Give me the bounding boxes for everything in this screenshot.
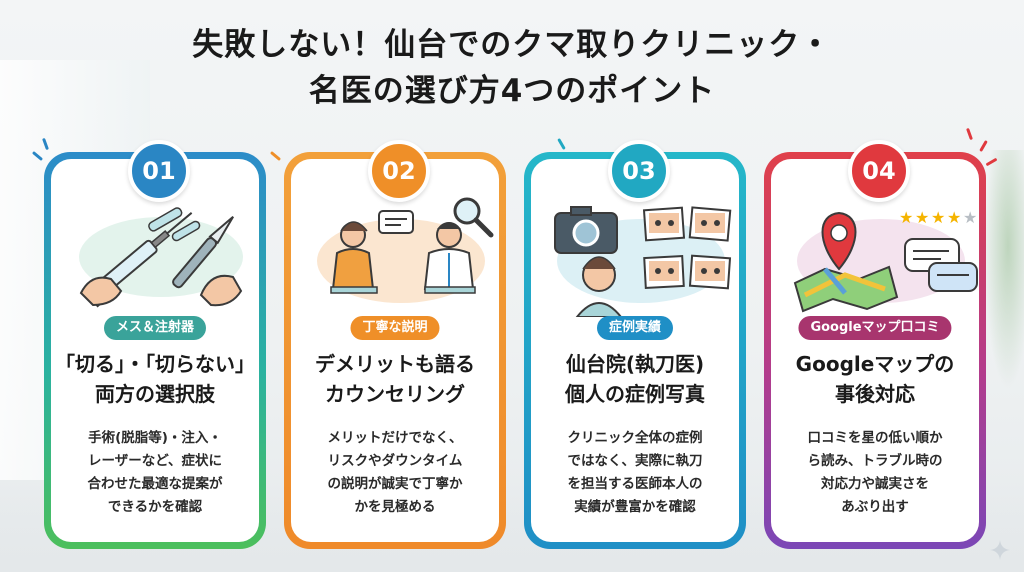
point-heading-line: 仙台院(執刀医) <box>565 352 705 376</box>
case-photos-icon <box>554 206 732 317</box>
point-number-badge-1: 01 <box>128 140 190 202</box>
point-card-body: 症例実績 仙台院(執刀医) 個人の症例写真 クリニック全体の症例 ではなく、実際… <box>531 159 739 542</box>
point-description-line: ら読み、トラブル時の <box>807 453 943 469</box>
point-description-line: あぶり出す <box>841 499 909 515</box>
spark-decoration <box>269 150 282 162</box>
point-heading-line: デメリットも語る <box>315 352 475 376</box>
page-title: 失敗しない！仙台でのクマ取りクリニック・ 名医の選び方4つのポイント <box>0 22 1024 114</box>
point-heading: デメリットも語る カウンセリング <box>295 349 495 409</box>
point-description-line: メリットだけでなく、 <box>327 430 463 446</box>
point-card-4: ★★★★★ Googleマップ口コミ Googleマップの 事後対応 口コミを星… <box>764 152 986 549</box>
page-title-line1: 失敗しない！仙台でのクマ取りクリニック・ <box>192 27 832 63</box>
point-description-line: かを見極める <box>354 499 436 515</box>
point-description-line: 実績が豊富かを確認 <box>574 499 696 515</box>
spark-decoration <box>557 138 566 150</box>
point-heading: 仙台院(執刀医) 個人の症例写真 <box>535 349 735 409</box>
point-heading: 「切る」・「切らない」 両方の選択肢 <box>55 349 255 409</box>
point-heading-line: 個人の症例写真 <box>565 382 705 406</box>
point-number-badge-3: 03 <box>608 140 670 202</box>
point-tag: 症例実績 <box>596 316 674 340</box>
point-description-line: 合わせた最適な提案が <box>87 476 223 492</box>
star-rating: ★★★★★ <box>899 208 977 227</box>
point-heading-line: カウンセリング <box>325 382 465 406</box>
map-review-icon: ★★★★★ <box>793 208 978 313</box>
point-description-line: レーザーなど、症状に <box>87 453 223 469</box>
point-description-line: 口コミを星の低い順か <box>807 430 943 446</box>
counseling-icon <box>317 197 494 303</box>
point-description: クリニック全体の症例 ではなく、実際に執刀 を担当する医師本人の 実績が豊富かを… <box>541 427 729 519</box>
point-tag: 丁寧な説明 <box>350 316 440 340</box>
point-description-line: ではなく、実際に執刀 <box>567 453 703 469</box>
point-card-body: ★★★★★ Googleマップ口コミ Googleマップの 事後対応 口コミを星… <box>771 159 979 542</box>
point-card-3: 症例実績 仙台院(執刀医) 個人の症例写真 クリニック全体の症例 ではなく、実際… <box>524 152 746 549</box>
point-card-body: メス＆注射器 「切る」・「切らない」 両方の選択肢 手術(脱脂等)・注入・ レー… <box>51 159 259 542</box>
point-description-line: リスクやダウンタイム <box>327 453 463 469</box>
point-heading-line: Googleマップの <box>795 352 955 376</box>
star-icon: ★ <box>947 208 961 227</box>
point-description-line: の説明が誠実で丁寧か <box>327 476 463 492</box>
point-description-line: クリニック全体の症例 <box>567 430 703 446</box>
point-card-2: 丁寧な説明 デメリットも語る カウンセリング メリットだけでなく、 リスクやダウ… <box>284 152 506 549</box>
star-icon: ★ <box>915 208 929 227</box>
point-heading: Googleマップの 事後対応 <box>775 349 975 409</box>
spark-decoration <box>966 127 973 141</box>
point-tag: メス＆注射器 <box>103 316 207 340</box>
point-description: 手術(脱脂等)・注入・ レーザーなど、症状に 合わせた最適な提案が できるかを確… <box>61 427 249 519</box>
point-tag: Googleマップ口コミ <box>798 316 952 340</box>
point-heading-line: 事後対応 <box>835 382 915 406</box>
star-icon: ★ <box>963 208 977 227</box>
point-number-badge-4: 04 <box>848 140 910 202</box>
sparkle-watermark-icon <box>990 540 1010 560</box>
point-description-line: できるかを確認 <box>107 499 203 515</box>
point-card-body: 丁寧な説明 デメリットも語る カウンセリング メリットだけでなく、 リスクやダウ… <box>291 159 499 542</box>
star-icon: ★ <box>899 208 913 227</box>
point-card-1: メス＆注射器 「切る」・「切らない」 両方の選択肢 手術(脱脂等)・注入・ レー… <box>44 152 266 549</box>
scalpel-syringe-icon <box>79 207 243 308</box>
point-heading-line: 両方の選択肢 <box>95 382 215 406</box>
point-heading-line: 「切る」・「切らない」 <box>55 352 255 376</box>
star-icon: ★ <box>931 208 945 227</box>
point-description-line: 手術(脱脂等)・注入・ <box>88 430 222 446</box>
background-plant <box>984 150 1024 390</box>
point-description: 口コミを星の低い順か ら読み、トラブル時の 対応力や誠実さを あぶり出す <box>781 427 969 519</box>
point-number-badge-2: 02 <box>368 140 430 202</box>
page-title-line2: 名医の選び方4つのポイント <box>308 73 716 109</box>
point-description: メリットだけでなく、 リスクやダウンタイム の説明が誠実で丁寧か かを見極める <box>301 427 489 519</box>
point-description-line: 対応力や誠実さを <box>821 476 929 492</box>
point-description-line: を担当する医師本人の <box>567 476 703 492</box>
